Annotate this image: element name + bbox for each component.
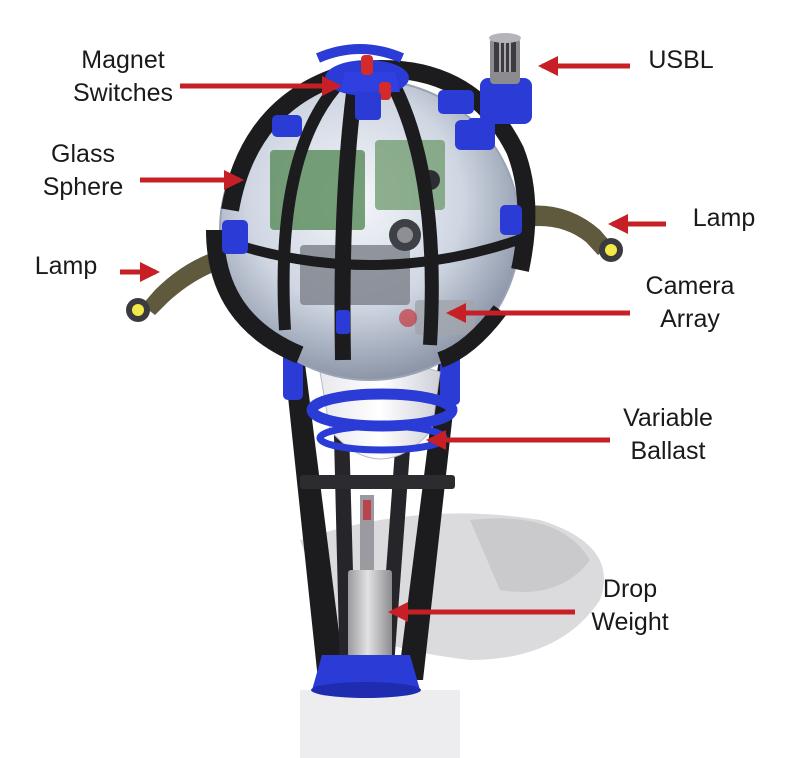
label-usbl: USBL bbox=[636, 44, 726, 77]
label-lamp-right: Lamp bbox=[676, 202, 772, 235]
label-line: Magnet bbox=[58, 44, 188, 77]
label-line: Drop bbox=[570, 573, 690, 606]
label-line: Camera bbox=[620, 270, 760, 303]
label-line: USBL bbox=[636, 44, 726, 77]
label-line: Glass bbox=[28, 138, 138, 171]
label-line: Sphere bbox=[28, 171, 138, 204]
label-line: Ballast bbox=[600, 435, 736, 468]
label-camera-array: Camera Array bbox=[620, 270, 760, 336]
label-variable-ballast: Variable Ballast bbox=[600, 402, 736, 468]
label-line: Array bbox=[620, 303, 760, 336]
label-magnet-switches: Magnet Switches bbox=[58, 44, 188, 110]
label-line: Switches bbox=[58, 77, 188, 110]
label-line: Lamp bbox=[18, 250, 114, 283]
label-glass-sphere: Glass Sphere bbox=[28, 138, 138, 204]
label-drop-weight: Drop Weight bbox=[570, 573, 690, 639]
label-line: Lamp bbox=[676, 202, 772, 235]
label-line: Weight bbox=[570, 606, 690, 639]
label-line: Variable bbox=[600, 402, 736, 435]
usbl-part bbox=[468, 33, 532, 138]
label-lamp-left: Lamp bbox=[18, 250, 114, 283]
